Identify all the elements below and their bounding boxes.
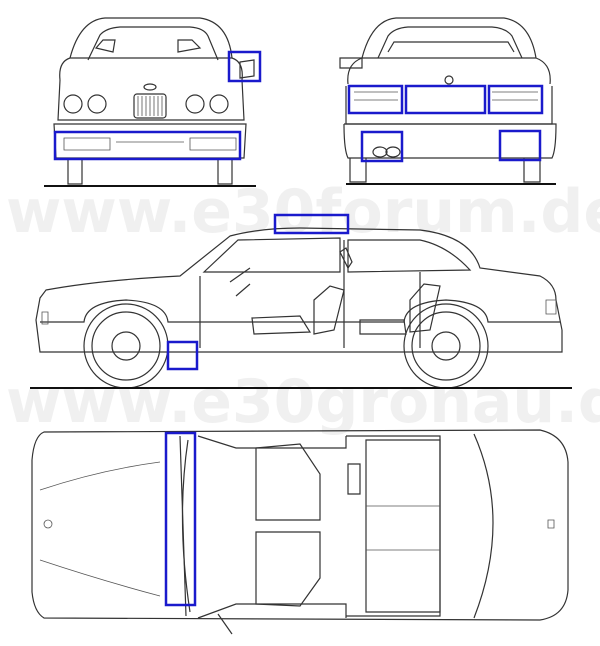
highlight-front-bumper bbox=[53, 130, 242, 161]
highlight-side-mirror bbox=[227, 50, 262, 83]
top-view bbox=[31, 429, 569, 635]
highlight-exhaust bbox=[360, 130, 404, 163]
watermark-forum: www.e30forum.de bbox=[6, 177, 600, 247]
rear-view bbox=[339, 17, 557, 185]
highlight-license-plate bbox=[404, 84, 487, 115]
watermark-gronau: www.e30gronau.de bbox=[6, 367, 600, 437]
highlight-rear-light-right bbox=[487, 84, 544, 115]
highlight-windshield bbox=[164, 431, 197, 607]
highlight-rear-light-left bbox=[347, 84, 404, 115]
highlight-sill-jack-point bbox=[166, 340, 199, 371]
side-view bbox=[30, 227, 572, 389]
front-view bbox=[44, 17, 256, 187]
highlight-sunroof bbox=[273, 213, 350, 235]
highlight-rear-bumper-corner bbox=[498, 129, 542, 162]
